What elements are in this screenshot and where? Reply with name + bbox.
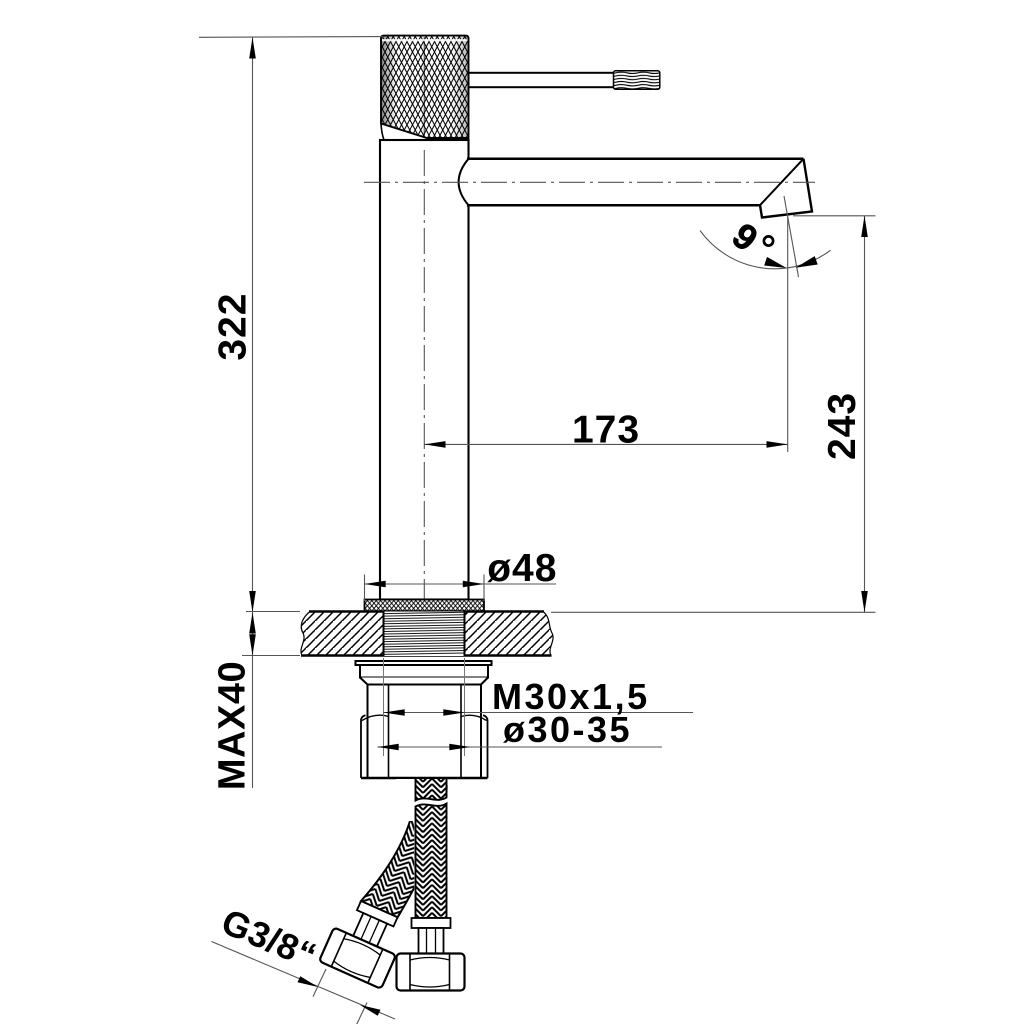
- svg-text:ø30-35: ø30-35: [503, 709, 632, 750]
- svg-text:243: 243: [821, 392, 864, 460]
- svg-text:MAX40: MAX40: [212, 661, 254, 790]
- svg-text:M30x1,5: M30x1,5: [492, 676, 650, 717]
- svg-text:ø48: ø48: [487, 547, 557, 590]
- svg-text:322: 322: [212, 293, 255, 361]
- svg-text:173: 173: [572, 409, 640, 452]
